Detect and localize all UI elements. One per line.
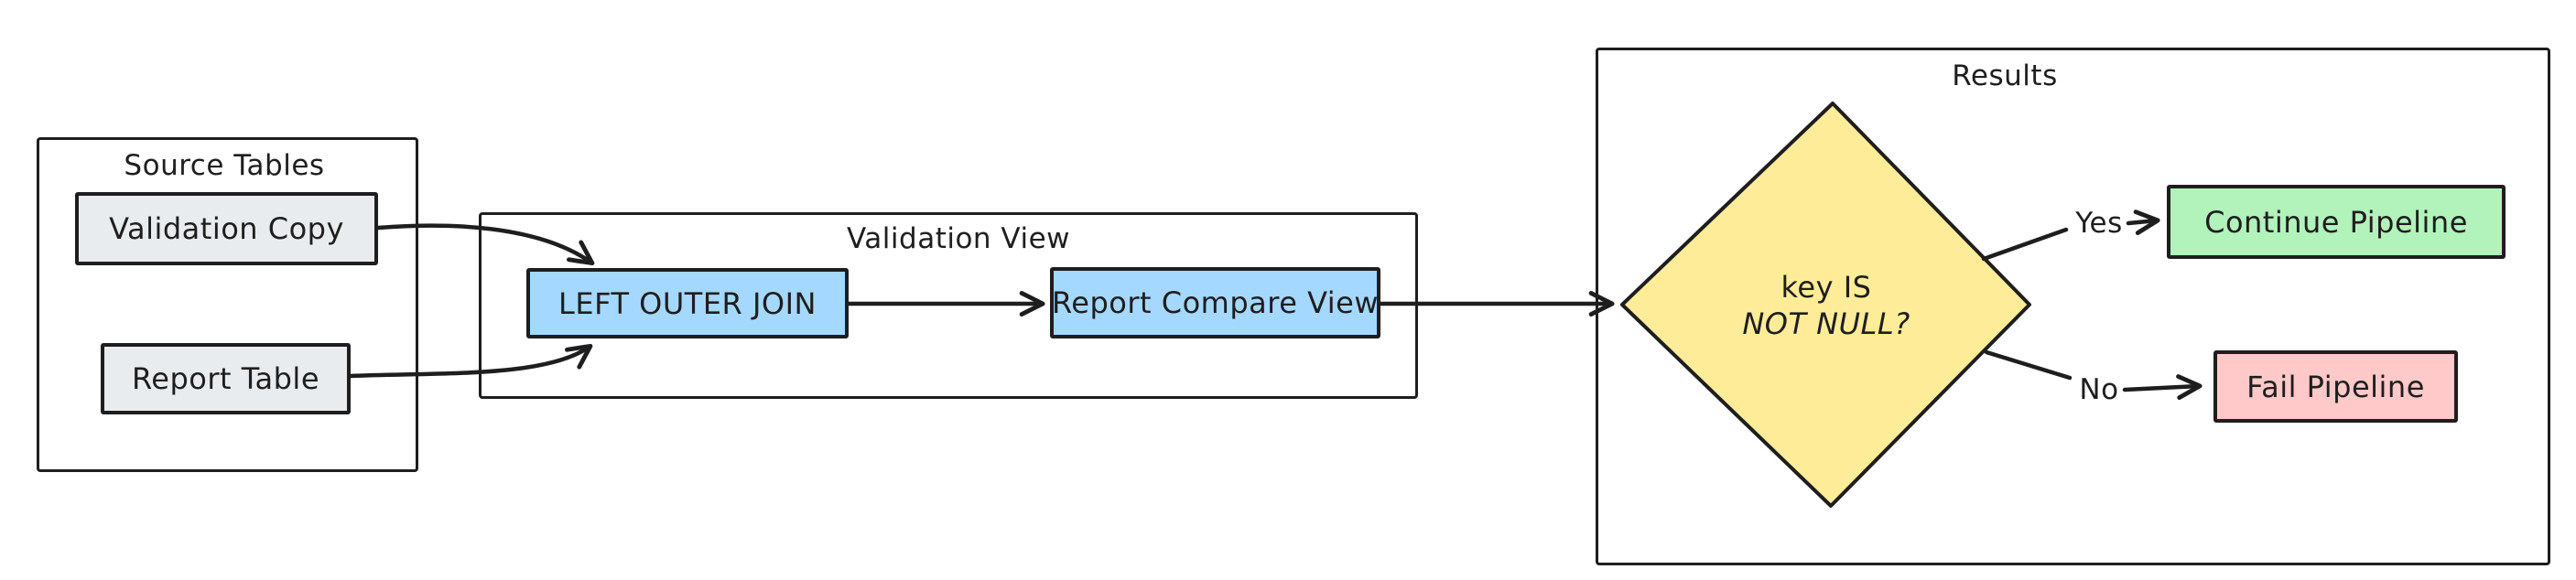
decision-label-line2: NOT NULL?	[1742, 306, 1910, 341]
node-continue-pipeline: Continue Pipeline	[2167, 185, 2506, 259]
node-report-table: Report Table	[101, 343, 351, 414]
group-title-source-tables: Source Tables	[124, 149, 325, 182]
decision-label-line1: key IS	[1780, 270, 1872, 305]
node-fail-pipeline: Fail Pipeline	[2213, 350, 2458, 423]
group-source-tables	[37, 137, 418, 472]
group-title-results: Results	[1952, 59, 2058, 92]
node-left-outer-join-label: LEFT OUTER JOIN	[558, 285, 817, 321]
edge-label-no: No	[2079, 373, 2119, 406]
node-report-compare-view-label: Report Compare View	[1052, 285, 1380, 320]
edge-label-yes: Yes	[2075, 207, 2123, 240]
node-fail-pipeline-label: Fail Pipeline	[2246, 369, 2425, 404]
node-report-table-label: Report Table	[132, 361, 319, 396]
decision-diamond-label: key IS NOT NULL?	[1689, 269, 1964, 342]
node-validation-copy: Validation Copy	[75, 192, 378, 265]
group-title-validation-view: Validation View	[847, 222, 1070, 255]
node-left-outer-join: LEFT OUTER JOIN	[526, 268, 849, 338]
node-report-compare-view: Report Compare View	[1050, 267, 1380, 338]
node-continue-pipeline-label: Continue Pipeline	[2204, 204, 2468, 240]
node-validation-copy-label: Validation Copy	[109, 211, 344, 246]
